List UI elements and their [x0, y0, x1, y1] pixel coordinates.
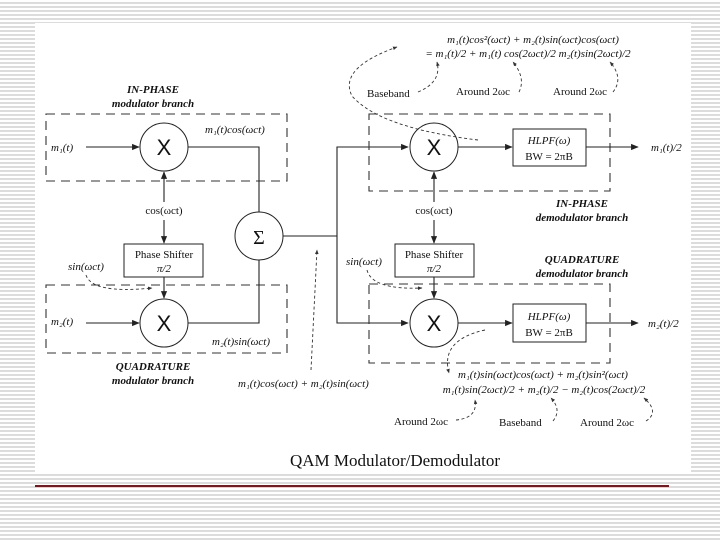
inphase-modulator-subtitle: modulator branch: [112, 98, 194, 110]
around-pointer: [512, 61, 522, 93]
quadrature-modulator-box: [45, 284, 288, 354]
inphase-demodulator-title: IN-PHASE: [555, 198, 608, 210]
inphase-annotation-baseband: Baseband: [367, 88, 410, 100]
inphase-expansion-line2: = m₁(t)/2 + m₁(t) cos(2ωct)/2 m₂(t)sin(2…: [425, 48, 631, 60]
output-m1-label: m₁(t)/2: [651, 142, 682, 154]
inphase-expansion-line1: m₁(t)cos²(ωct) + m₂(t)sin(ωct)cos(ωct): [447, 34, 619, 46]
qam-signal-label: m₁(t)cos(ωct) + m₂(t)sin(ωct): [238, 378, 369, 390]
qam-signal-pointer: [310, 249, 319, 371]
product-m1-label: m₁(t)cos(ωct): [205, 124, 265, 136]
footer-divider: [35, 485, 669, 487]
phase-shifter-label: Phase Shifter: [405, 249, 464, 261]
input-m1-label: m₁(t): [51, 142, 73, 154]
baseband-pointer: [417, 61, 440, 93]
inphase-demodulator-mixer: X: [409, 122, 459, 172]
inphase-annotation-around1: Around 2ωc: [456, 86, 510, 98]
modulator-sin-label: sin(ωct): [68, 261, 104, 273]
inphase-lowpass-filter: [512, 128, 587, 167]
quadrature-annotation-baseband: Baseband: [499, 417, 542, 429]
diagram-title: QAM Modulator/Demodulator: [290, 451, 500, 470]
quadrature-lowpass-filter: [512, 303, 587, 343]
quadrature-demodulator-box: [368, 283, 611, 364]
lpf-label: HLPF(ω): [527, 311, 571, 323]
demod-sin-pointer: [366, 269, 423, 290]
quadrature-annotation-around2: Around 2ωc: [580, 417, 634, 429]
multiply-icon: X: [427, 135, 442, 160]
quadrature-to-summer-wire: [188, 260, 260, 324]
multiply-icon: X: [427, 311, 442, 336]
sin-pointer: [85, 274, 153, 291]
modulator-phase-shifter: [123, 243, 204, 278]
inphase-to-summer-wire: [188, 146, 260, 212]
lpf-label: HLPF(ω): [527, 135, 571, 147]
lpf-bandwidth: BW = 2πB: [525, 327, 573, 339]
summer: Σ: [234, 211, 284, 261]
around-pointer: [455, 399, 478, 421]
inphase-modulator-box: [45, 113, 288, 182]
inphase-demodulator-box: [368, 113, 611, 192]
phase-shifter-value: π/2: [157, 263, 172, 275]
signal-to-inphase-demod-wire: [283, 143, 409, 237]
around-pointer: [643, 397, 653, 422]
inphase-modulator-mixer: X: [139, 122, 189, 172]
quadrature-expansion-line2: m₁(t)sin(2ωct)/2 + m₂(t)/2 − m₂(t)cos(2ω…: [443, 384, 646, 396]
demodulator-carrier-label: cos(ωct): [415, 205, 453, 217]
quadrature-demodulator-title: QUADRATURE: [545, 254, 620, 266]
input-m2-label: m₂(t): [51, 316, 73, 328]
demodulator-sin-label: sin(ωct): [346, 256, 382, 268]
quadrature-product-pointer: [446, 329, 486, 374]
quadrature-expansion-line1: m₁(t)sin(ωct)cos(ωct) + m₂(t)sin²(ωct): [458, 369, 628, 381]
quadrature-annotation-around1: Around 2ωc: [394, 416, 448, 428]
phase-shifter-value: π/2: [427, 263, 442, 275]
quadrature-demodulator-mixer: X: [409, 298, 459, 348]
around-pointer: [609, 61, 619, 93]
quadrature-demodulator-subtitle: demodulator branch: [536, 268, 629, 280]
phase-shifter-label: Phase Shifter: [135, 249, 194, 261]
inphase-product-pointer: [348, 46, 479, 141]
quadrature-modulator-title: QUADRATURE: [116, 361, 191, 373]
inphase-demodulator-subtitle: demodulator branch: [536, 212, 629, 224]
modulator-carrier-label: cos(ωct): [145, 205, 183, 217]
quadrature-modulator-subtitle: modulator branch: [112, 375, 194, 387]
quadrature-modulator-mixer: X: [139, 298, 189, 348]
signal-to-quadrature-demod-wire: [336, 236, 409, 327]
output-m2-label: m₂(t)/2: [648, 318, 679, 330]
multiply-icon: X: [157, 135, 172, 160]
baseband-pointer: [550, 397, 558, 422]
inphase-annotation-around2: Around 2ωc: [553, 86, 607, 98]
sigma-icon: Σ: [253, 227, 265, 249]
product-m2-label: m₂(t)sin(ωct): [212, 336, 270, 348]
lpf-bandwidth: BW = 2πB: [525, 151, 573, 163]
inphase-modulator-title: IN-PHASE: [126, 84, 179, 96]
demodulator-phase-shifter: [394, 243, 475, 278]
multiply-icon: X: [157, 311, 172, 336]
